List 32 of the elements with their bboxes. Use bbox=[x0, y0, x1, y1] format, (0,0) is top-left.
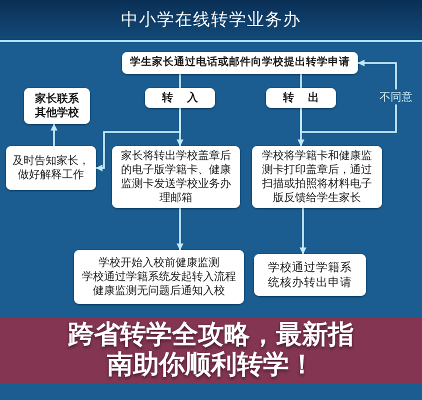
box-text: 学校将学籍卡和健康监测卡打印盖章后，通过扫描或拍照将材料电子版反馈给学生家长 bbox=[260, 149, 373, 205]
process-box bbox=[122, 52, 358, 74]
connector-line bbox=[300, 74, 302, 88]
arrow bbox=[50, 124, 58, 146]
box-text: 学生家长通过电话或邮件向学校提出转学申请 bbox=[130, 56, 350, 70]
headline-text: 跨省转学全攻略，最新指南助你顺利转学！ bbox=[66, 321, 355, 381]
process-box bbox=[6, 146, 96, 190]
box-text: 健康监测无问题后通知入校 bbox=[93, 284, 225, 298]
connector-line bbox=[179, 74, 181, 88]
arrow bbox=[96, 108, 181, 172]
box-text: 家长将转出学校盖章后的电子版学籍卡、健康监测卡发送学校业务办理邮箱 bbox=[120, 149, 232, 205]
box-text: 转 入 bbox=[162, 91, 198, 105]
box-text: 家长联系其他学校 bbox=[34, 92, 80, 120]
arrow bbox=[298, 108, 304, 146]
process-box bbox=[24, 88, 90, 124]
box-text: 学校通过学籍系统发起转入流程 bbox=[82, 270, 236, 284]
box-text: 学校通过学籍系统核办转出申请 bbox=[267, 260, 353, 290]
process-box bbox=[145, 88, 215, 108]
arrow bbox=[176, 208, 184, 250]
process-box bbox=[266, 88, 336, 108]
headline-banner bbox=[0, 318, 422, 384]
edge-label: 不同意 bbox=[378, 89, 414, 105]
process-box bbox=[252, 146, 382, 208]
box-text: 学校开始入校前健康监测 bbox=[98, 256, 220, 270]
box-text: 及时告知家长，做好解释工作 bbox=[11, 154, 90, 182]
process-box bbox=[254, 254, 366, 296]
diagram-title: 中小学在线转学业务办 bbox=[121, 10, 301, 30]
arrow bbox=[300, 208, 306, 254]
process-box bbox=[112, 146, 240, 208]
box-text: 转 出 bbox=[283, 91, 319, 105]
arrow bbox=[300, 60, 397, 133]
process-box bbox=[74, 250, 244, 304]
